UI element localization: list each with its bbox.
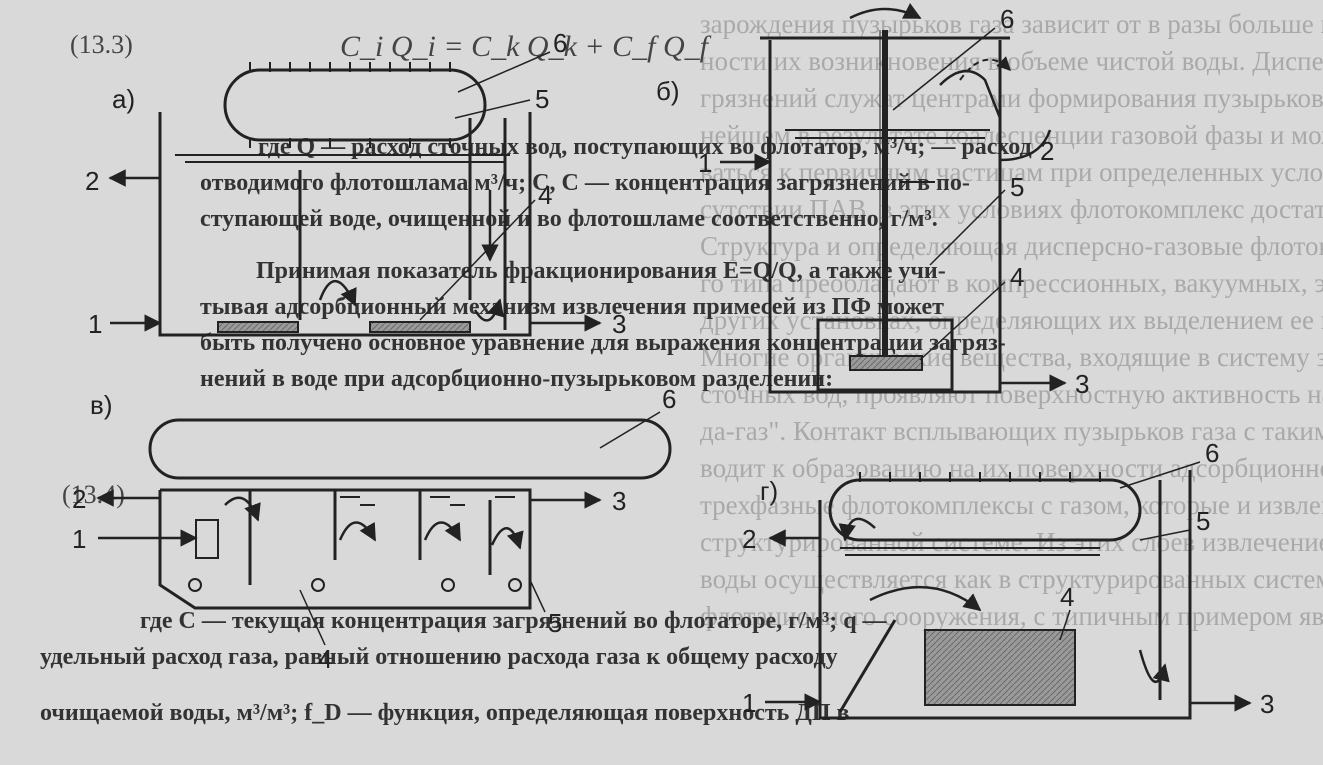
label-three-b: 3 xyxy=(1075,369,1089,399)
flow-arrow-v-4 xyxy=(490,527,524,550)
aerator-nozzle-v-2 xyxy=(311,578,325,592)
label-one-v: 1 xyxy=(72,524,86,554)
ghost-line: зарождения пузырьков газа зависит от в р… xyxy=(700,9,1323,39)
label-two-v: 2 xyxy=(72,484,86,514)
body-line: где C — текущая концентрация загрязнений… xyxy=(140,608,887,634)
aerator-block-g xyxy=(924,629,1076,706)
ghost-line: воды осуществляется как в структурирован… xyxy=(700,564,1323,594)
flow-arrow-v-2 xyxy=(338,521,377,542)
dosing-unit-v xyxy=(195,519,219,559)
impeller-b xyxy=(849,355,923,371)
ghost-line: Многие органические вещества, входящие в… xyxy=(700,342,1323,372)
flow-arrow-g-3 xyxy=(838,517,876,542)
equation-number-mid: (13.4) xyxy=(62,480,125,509)
foam-collector-g xyxy=(828,478,1142,542)
ghost-line: трехфазные флотокомплексы с газом, котор… xyxy=(700,490,1323,520)
label-six-g: 6 xyxy=(1205,438,1219,468)
inclined-baffle-g xyxy=(838,619,897,713)
label-five-v: 5 xyxy=(548,608,562,638)
collector-spikes-a xyxy=(249,62,451,148)
skimmer-b xyxy=(939,70,1002,119)
ghost-line: ности их возникновения в объеме чистой в… xyxy=(700,46,1323,76)
label-five-g: 5 xyxy=(1196,506,1210,536)
impeller-housing-b xyxy=(816,318,954,392)
label-six-v: 6 xyxy=(662,384,676,414)
aerator-a-2 xyxy=(369,321,471,333)
foam-trough-b xyxy=(998,118,1052,162)
flow-arrow-v-3 xyxy=(423,521,462,542)
panel-label-a: а) xyxy=(112,84,135,114)
panel-label-g: г) xyxy=(760,476,778,506)
aerator-a-1 xyxy=(217,321,299,333)
body-line: ступающей воде, очищенной и во флотошлам… xyxy=(200,206,938,232)
ghost-line: водит к образованию на их поверхности ад… xyxy=(700,453,1323,483)
label-six-a: 6 xyxy=(553,28,567,58)
label-three-g: 3 xyxy=(1260,689,1274,719)
label-four-b: 4 xyxy=(1010,262,1024,292)
rotation-arrow-b xyxy=(849,3,922,20)
flow-arrow-a-2 xyxy=(473,298,505,322)
ghost-line: нейшем в результате коалесценции газовой… xyxy=(700,120,1323,150)
label-one-b: 1 xyxy=(698,148,712,178)
flow-arrow-a-1 xyxy=(318,279,357,307)
foam-collector-a xyxy=(223,68,487,142)
diagram-v xyxy=(96,411,672,646)
body-line: Принимая показатель фракционирования E=Q… xyxy=(256,258,946,284)
body-line: нений в воде при адсорбционно-пузырьково… xyxy=(200,366,834,392)
aerator-nozzle-v-4 xyxy=(508,578,522,592)
label-five-a: 5 xyxy=(535,84,549,114)
ghost-line: да-газ". Контакт всплывающих пузырьков г… xyxy=(700,416,1323,446)
flow-arrow-g-1 xyxy=(869,585,982,612)
collector-spikes-g xyxy=(859,472,1101,482)
body-line: отводимого флотошлама м³/ч; C, C — конце… xyxy=(200,170,970,196)
ghost-line: го типа преобладают в компрессионных, ва… xyxy=(700,268,1323,298)
label-four-a: 4 xyxy=(538,180,552,210)
tank-b xyxy=(768,40,1002,394)
body-line: удельный расход газа, равный отношению р… xyxy=(40,644,838,670)
formula-top: C_i Q_i = C_k Q_k + C_f Q_f xyxy=(340,30,708,63)
panel-label-b: б) xyxy=(656,76,680,106)
ghost-line: сутствии ПАВ, в этих условиях флотокомпл… xyxy=(700,194,1323,224)
water-surface-a xyxy=(175,154,510,163)
label-one-a: 1 xyxy=(88,309,102,339)
ghost-line: других установках, определяющих их выдел… xyxy=(700,305,1323,335)
label-five-b: 5 xyxy=(1010,172,1024,202)
foam-collector-v xyxy=(148,418,672,480)
ghost-line: грязнений служат центрами формирования п… xyxy=(700,83,1323,113)
diagram-a xyxy=(108,51,602,337)
diagram-g xyxy=(765,461,1252,720)
skimmer-arrow-b xyxy=(959,56,1011,81)
body-line: тывая адсорбционный механизм извлечения … xyxy=(200,294,944,320)
panel-label-v: в) xyxy=(90,390,112,420)
diagram-b xyxy=(720,3,1067,394)
flow-arrow-v-1 xyxy=(224,496,261,522)
ghost-line: флотационного сооружения, с типичным при… xyxy=(700,601,1323,631)
body-line: очищаемой воды, м³/м³; f_D — функция, оп… xyxy=(40,700,850,726)
label-one-g: 1 xyxy=(742,688,756,718)
aerator-nozzle-v-3 xyxy=(441,578,455,592)
label-two-g: 2 xyxy=(742,524,756,554)
water-surface-b xyxy=(785,129,990,183)
label-three-a: 3 xyxy=(612,309,626,339)
tank-a xyxy=(158,112,532,337)
flow-arrow-g-2 xyxy=(1138,649,1170,684)
label-two-b: 2 xyxy=(1040,136,1054,166)
water-surface-v xyxy=(340,496,515,506)
tank-v xyxy=(158,488,532,610)
label-four-v: 4 xyxy=(318,644,332,674)
label-six-b: 6 xyxy=(1000,4,1014,34)
label-four-g: 4 xyxy=(1060,582,1074,612)
equation-number-top: (13.3) xyxy=(70,30,133,59)
water-surface-g xyxy=(840,547,1100,556)
tank-g xyxy=(818,470,1192,720)
ghost-line: ваться к первичным частицам при определе… xyxy=(700,157,1323,187)
label-two-a: 2 xyxy=(85,166,99,196)
aerator-nozzle-v-1 xyxy=(188,578,202,592)
ghost-line: Структура и определяющая дисперсно-газов… xyxy=(700,231,1323,261)
label-three-v: 3 xyxy=(612,486,626,516)
ghost-line: структурированной системе. Из этих слоев… xyxy=(700,527,1323,557)
